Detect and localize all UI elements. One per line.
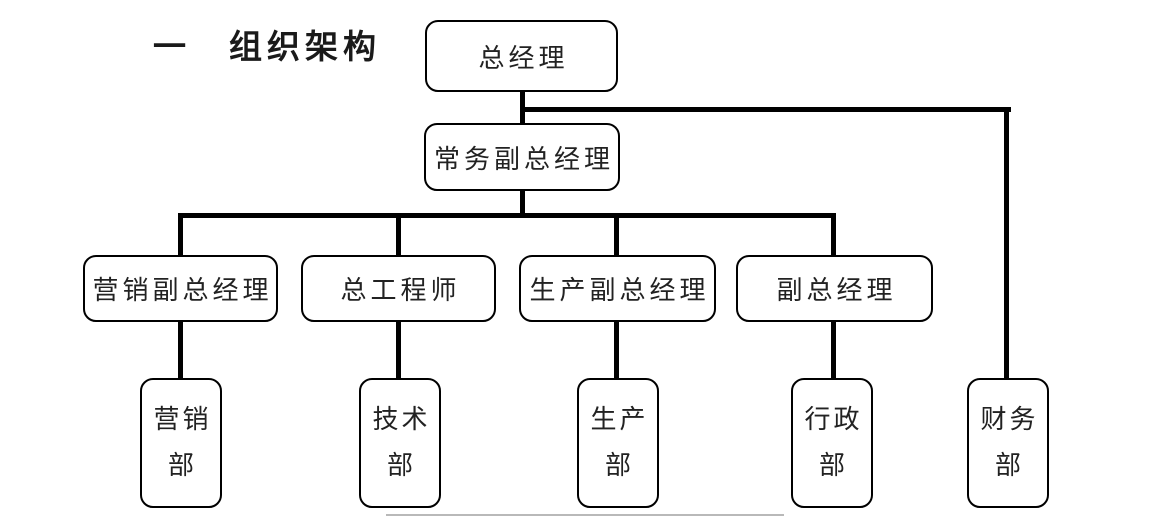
node-technology-dept-line2: 部 xyxy=(386,451,416,480)
connector-production-vp-to-dept xyxy=(614,320,619,380)
connector-deputy-gm-to-dept xyxy=(831,320,836,380)
node-marketing-vp-label: 营销副总经理 xyxy=(92,276,273,305)
connector-marketing-vp-to-dept xyxy=(178,320,183,380)
connector-drop-production-vp xyxy=(614,213,619,257)
node-executive-deputy-gm: 常务副总经理 xyxy=(424,123,620,191)
node-general-manager-label: 总经理 xyxy=(478,43,569,73)
node-finance-dept-line2: 部 xyxy=(994,451,1024,480)
node-finance-dept-line1: 财务 xyxy=(980,405,1039,434)
node-production-vp-label: 生产副总经理 xyxy=(529,276,710,305)
node-admin-dept-line1: 行政 xyxy=(804,405,863,434)
connector-gm-branch-right xyxy=(520,107,1011,112)
node-production-dept-line1: 生产 xyxy=(590,405,649,434)
section-title: 一 组织架构 xyxy=(153,20,381,68)
section-number: 一 xyxy=(153,30,191,66)
node-marketing-dept-line1: 营销 xyxy=(153,405,212,434)
node-marketing-dept: 营销 部 xyxy=(140,378,222,508)
node-production-dept: 生产 部 xyxy=(577,378,659,508)
node-admin-dept-line2: 部 xyxy=(818,451,848,480)
connector-drop-marketing-vp xyxy=(178,213,183,257)
node-deputy-gm-label: 副总经理 xyxy=(776,276,897,305)
node-technology-dept: 技术 部 xyxy=(359,378,441,508)
node-production-vp: 生产副总经理 xyxy=(519,255,716,322)
node-executive-deputy-gm-label: 常务副总经理 xyxy=(433,144,614,174)
node-deputy-gm: 副总经理 xyxy=(736,255,933,322)
node-chief-engineer-label: 总工程师 xyxy=(340,276,461,305)
connector-drop-deputy-gm xyxy=(831,213,836,257)
connector-bus-line xyxy=(178,213,836,218)
connector-chief-engineer-to-dept xyxy=(396,320,401,380)
node-technology-dept-line1: 技术 xyxy=(372,405,431,434)
node-admin-dept: 行政 部 xyxy=(791,378,873,508)
node-chief-engineer: 总工程师 xyxy=(301,255,496,322)
node-marketing-vp: 营销副总经理 xyxy=(83,255,278,322)
connector-finance-drop xyxy=(1004,107,1009,380)
node-production-dept-line2: 部 xyxy=(604,451,634,480)
node-marketing-dept-line2: 部 xyxy=(167,451,197,480)
node-general-manager: 总经理 xyxy=(425,20,618,92)
bottom-faint-line xyxy=(386,514,784,516)
section-title-text: 组织架构 xyxy=(229,30,381,66)
connector-evp-to-bus xyxy=(520,189,525,217)
connector-drop-chief-engineer xyxy=(396,213,401,257)
node-finance-dept: 财务 部 xyxy=(967,378,1049,508)
